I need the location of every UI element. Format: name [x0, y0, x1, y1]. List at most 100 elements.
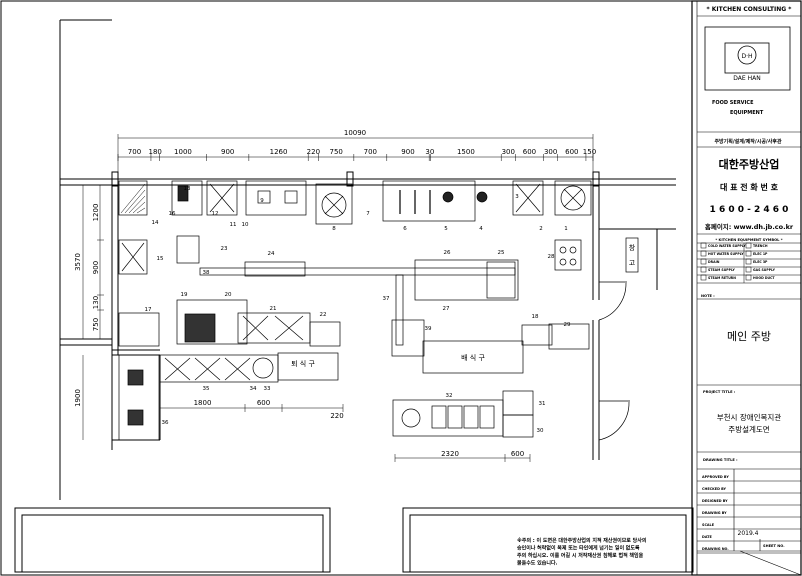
equip-number-37: 37	[383, 296, 390, 302]
equip-number-30: 30	[537, 428, 544, 434]
serving-counter	[422, 340, 524, 374]
project-line-1: 부천시 장애인복지관	[717, 412, 782, 422]
equip-number-20: 20	[225, 292, 232, 298]
storage-label: 창	[629, 244, 636, 252]
equip-21	[237, 312, 311, 344]
equip-number-4: 4	[479, 226, 483, 232]
tb-field-label: DESIGNED BY	[702, 499, 728, 503]
equip-26	[414, 259, 519, 301]
dimension-lines	[82, 137, 593, 459]
symbol-icon	[745, 242, 752, 249]
symbol-icon	[700, 250, 707, 257]
equip-22	[309, 321, 341, 347]
conveyor-down	[395, 274, 404, 346]
serving-counter-label: 배 식 구	[461, 353, 485, 362]
equip-number-9: 9	[260, 198, 264, 204]
equip-number-13: 13	[184, 186, 191, 192]
symbol-icon	[745, 266, 752, 273]
symbol-label: ELEC 3P	[753, 260, 768, 264]
equip-number-10: 10	[242, 222, 249, 228]
tb-field-label: DRAWING BY	[702, 511, 727, 515]
dim-top-4: 1260	[270, 148, 288, 156]
symbol-icon	[700, 274, 707, 281]
symbol-icon	[700, 242, 707, 249]
equip-1	[554, 180, 592, 216]
dim-top-5: 220	[307, 148, 320, 156]
walls	[14, 19, 694, 573]
note-line: ※주의 : 이 도면은 대한주방산업의 지적 재산권이므로 당사의	[517, 537, 647, 544]
tb-field-label: DRAWING NO.	[702, 547, 729, 551]
equip-number-24: 24	[268, 251, 275, 257]
symbol-label: TRENCH	[753, 244, 768, 248]
title-block: * KITCHEN CONSULTING * D·H DAE HAN FOOD …	[691, 0, 802, 576]
symbol-label: GAS SUPPLY	[753, 268, 776, 272]
dimension-ticks	[97, 134, 594, 462]
note-label: NOTE :	[701, 294, 715, 298]
sheet-no-label: SHEET NO.	[763, 544, 785, 548]
dim-bottom-left-1: 600	[257, 399, 270, 407]
equip-number-15: 15	[157, 256, 164, 262]
equip-number-35: 35	[203, 386, 210, 392]
doors	[598, 281, 630, 441]
return-counter-label: 퇴 식 구	[291, 359, 315, 368]
dim-top-7: 700	[364, 148, 377, 156]
tb-categories: 주방기획/설계/제작/시공/사후관	[714, 138, 782, 145]
note-line: 주의 하십시오. 이를 어길 시 저작재산권 침해로 법적 책임을	[517, 552, 644, 559]
equip-11	[245, 180, 307, 216]
equip-number-33: 33	[264, 386, 271, 392]
symbol-icon	[745, 250, 752, 257]
symbol-icon	[745, 258, 752, 265]
equip-number-18: 18	[532, 314, 539, 320]
equip-number-3: 3	[515, 194, 519, 200]
equip-number-17: 17	[145, 307, 152, 313]
tb-field-label: SCALE	[702, 523, 715, 527]
service-line-1: FOOD SERVICE	[712, 100, 754, 106]
symbol-label: HOOD DUCT	[753, 276, 775, 280]
symbol-label: STEAM RETURN	[708, 276, 736, 280]
dim-left-overall: 3570	[74, 253, 82, 271]
equip-number-5: 5	[444, 226, 448, 232]
dim-left-3: 750	[92, 318, 100, 331]
equip-number-27: 27	[443, 306, 450, 312]
return-counter	[277, 352, 339, 381]
service-line-2: EQUIPMENT	[730, 110, 764, 116]
storage-door-tag	[625, 237, 639, 273]
symbol-legend-title: * KITCHEN EQUIPMENT SYMBOL *	[715, 238, 782, 242]
dim-left-1: 900	[92, 261, 100, 274]
equip-28	[554, 239, 582, 271]
equip-number-16: 16	[169, 211, 176, 217]
dim-top-6: 750	[330, 148, 343, 156]
dim-overall-top: 10090	[344, 129, 366, 137]
equip-number-12: 12	[212, 211, 219, 217]
equip-36	[118, 354, 160, 441]
equip-number-23: 23	[221, 246, 228, 252]
equip-number-36: 36	[162, 420, 169, 426]
equip-number-2: 2	[539, 226, 543, 232]
dim-top-2: 1000	[174, 148, 192, 156]
dim-bottom-right-0: 2320	[441, 450, 459, 458]
equip-number-31: 31	[539, 401, 546, 407]
dim-top-12: 600	[523, 148, 536, 156]
dim-top-1: 180	[149, 148, 162, 156]
equip-18	[521, 324, 553, 346]
dim-top-13: 300	[544, 148, 557, 156]
project-label: PROJECT TITLE :	[703, 390, 736, 394]
equip-number-25: 25	[498, 250, 505, 256]
phone-label: 대 표 전 화 번 호	[720, 182, 779, 192]
dim-left-0: 1200	[92, 204, 100, 222]
dim-bottom-left-0: 1800	[194, 399, 212, 407]
dim-top-0: 700	[128, 148, 141, 156]
note-line: 승인이나 허락없이 복제 또는 타인에게 넘기는 일이 없도록	[517, 545, 640, 552]
equip-number-14: 14	[152, 220, 159, 226]
conveyor	[199, 267, 516, 276]
equip-number-8: 8	[332, 226, 336, 232]
tb-field-label: CHECKED BY	[702, 487, 726, 491]
drawing-date: 2019.4	[738, 530, 759, 537]
equip-number-6: 6	[403, 226, 407, 232]
